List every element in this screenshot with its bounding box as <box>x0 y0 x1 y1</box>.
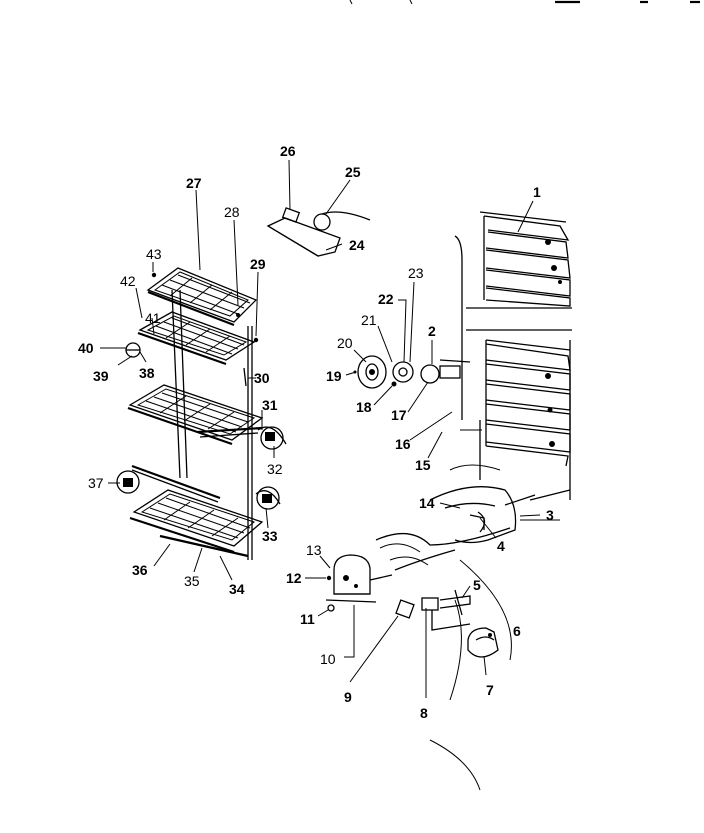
label-9: 9 <box>344 689 352 705</box>
label-19: 19 <box>326 368 342 384</box>
label-34: 34 <box>229 581 245 597</box>
shelf-assembly <box>116 267 287 560</box>
label-33: 33 <box>262 528 278 544</box>
shelf-top <box>146 267 258 327</box>
shelf-second <box>125 311 256 366</box>
label-26: 26 <box>280 143 296 159</box>
label-24: 24 <box>349 237 365 253</box>
label-37: 37 <box>88 475 104 491</box>
label-35: 35 <box>184 573 200 589</box>
control-assembly <box>353 355 471 389</box>
label-4: 4 <box>497 538 505 554</box>
label-22: 22 <box>378 291 394 307</box>
label-21: 21 <box>361 312 377 328</box>
shelf-clip-37 <box>116 470 140 494</box>
label-8: 8 <box>420 705 428 721</box>
shelf-bottom <box>129 489 264 558</box>
label-31: 31 <box>262 397 278 413</box>
label-38: 38 <box>139 365 155 381</box>
label-3: 3 <box>546 507 554 523</box>
label-41: 41 <box>145 310 161 326</box>
label-20: 20 <box>337 335 353 351</box>
label-7: 7 <box>486 682 494 698</box>
label-5: 5 <box>473 577 481 593</box>
label-36: 36 <box>132 562 148 578</box>
shelf-third <box>127 384 264 446</box>
label-43: 43 <box>146 246 162 262</box>
compressor <box>325 554 393 612</box>
relay-overload <box>395 589 471 631</box>
leader-lines <box>100 159 541 698</box>
label-12: 12 <box>286 570 302 586</box>
label-25: 25 <box>345 164 361 180</box>
cabinet-evaporator <box>375 211 572 791</box>
label-27: 27 <box>186 175 202 191</box>
label-11: 11 <box>300 611 315 627</box>
label-40: 40 <box>78 340 94 356</box>
label-13: 13 <box>306 542 322 558</box>
label-6: 6 <box>513 623 521 639</box>
label-18: 18 <box>356 399 372 415</box>
label-2: 2 <box>428 323 436 339</box>
label-28: 28 <box>224 204 240 220</box>
shelf-clip-32 <box>257 426 287 450</box>
light-assembly <box>266 207 371 257</box>
label-23: 23 <box>408 265 424 281</box>
shelf-clip-33 <box>255 486 281 510</box>
label-1: 1 <box>533 184 541 200</box>
label-14: 14 <box>419 495 435 511</box>
label-32: 32 <box>267 461 283 477</box>
label-39: 39 <box>93 368 109 384</box>
label-42: 42 <box>120 273 136 289</box>
label-10: 10 <box>320 651 336 667</box>
label-30: 30 <box>254 370 270 386</box>
label-15: 15 <box>415 457 431 473</box>
terminal-cover <box>467 627 499 658</box>
part-labels: 1 2 3 4 5 6 7 8 9 10 11 12 13 14 15 16 1… <box>78 143 554 721</box>
label-16: 16 <box>395 436 411 452</box>
label-17: 17 <box>391 407 407 423</box>
label-29: 29 <box>250 256 266 272</box>
top-edge-marks <box>349 0 700 5</box>
